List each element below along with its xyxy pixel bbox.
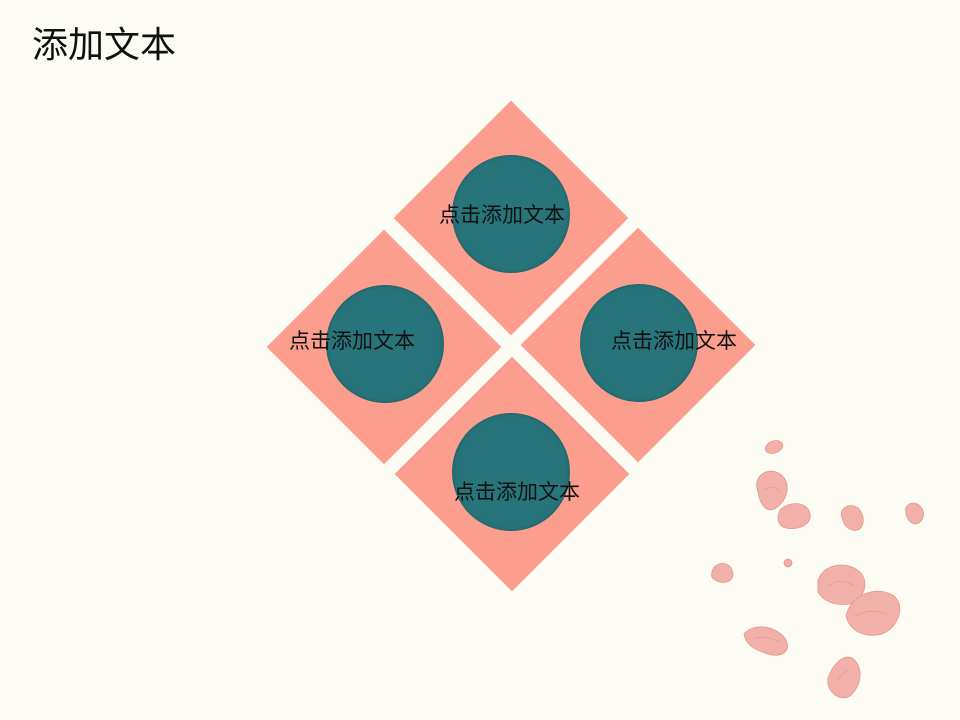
petal-cluster [711,440,924,699]
petal [817,564,866,605]
petal [777,503,811,529]
circle-left [326,285,444,403]
text-placeholder-left[interactable]: 点击添加文本 [289,329,415,353]
petal [743,626,788,656]
petal [905,502,924,525]
petal [764,440,784,454]
petal [756,470,788,511]
petal [711,563,734,583]
slide-title[interactable]: 添加文本 [32,25,177,66]
circle-top [452,155,570,273]
petal [827,656,861,699]
circle-bottom [452,413,570,531]
text-placeholder-bottom[interactable]: 点击添加文本 [454,480,580,504]
petal [845,590,901,636]
text-placeholder-right[interactable]: 点击添加文本 [611,329,737,353]
text-placeholder-top[interactable]: 点击添加文本 [439,203,565,227]
circle-right [580,284,698,402]
petal [840,505,864,531]
petal-veins [753,486,887,681]
petals-icon [711,440,924,699]
petal [783,558,793,568]
